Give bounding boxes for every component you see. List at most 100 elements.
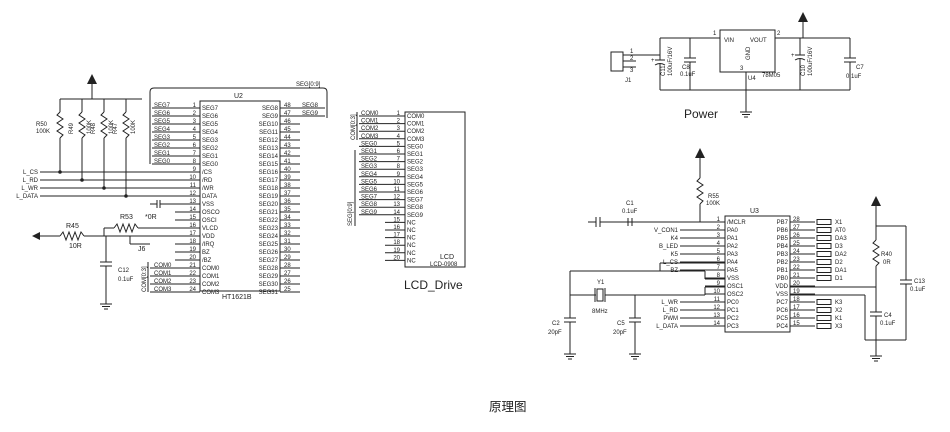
u2-pin-name: SEG3 — [202, 138, 219, 144]
u2-com-net: COM0 — [154, 263, 172, 269]
u3-chip-body — [724, 215, 791, 333]
u2-pin-number: 9 — [193, 167, 197, 173]
pull-up-ref: R48 — [91, 122, 97, 134]
u3-pin-number: 10 — [713, 289, 720, 295]
u2-pin-name: SEG5 — [202, 122, 219, 128]
u3-pin-number: 8 — [717, 273, 721, 279]
lcd-pin-name: NC — [407, 258, 416, 264]
u2-pin-name: SEG13 — [259, 146, 279, 152]
pull-up-value: 100K — [109, 120, 115, 134]
lcd-pin-name: SEG1 — [407, 152, 424, 158]
lcd-net: COM1 — [361, 119, 379, 125]
lcd-part: LCD-0908 — [430, 262, 458, 268]
u2-pin-number: 37 — [284, 191, 291, 197]
lcd-pin-number: 10 — [393, 179, 400, 185]
u2-pin-name: SEG27 — [259, 258, 279, 264]
u3-pin-name: /MCLR — [727, 220, 746, 226]
u4-vout: VOUT — [750, 38, 767, 44]
u2-pin-number: 42 — [284, 151, 291, 157]
u2-pin-name: SEG16 — [259, 170, 279, 176]
lcd-pin-number: 16 — [393, 225, 400, 231]
u3-pin-number: 7 — [717, 265, 721, 271]
y1-ref: Y1 — [597, 280, 605, 286]
lcd-ref: LCD — [440, 254, 454, 261]
c12-ref: C12 — [118, 268, 130, 274]
u2-pin-number: 23 — [189, 279, 196, 285]
u2-pin-number: 30 — [284, 247, 291, 253]
vcc-arrow-icon — [798, 12, 808, 38]
u3-left-net: L_RD — [663, 308, 679, 314]
control-signal-label: L_DATA — [16, 194, 38, 200]
u3-pin-name: PA0 — [727, 228, 739, 234]
r40-ref: R40 — [881, 252, 893, 258]
u4-pin2: 2 — [777, 31, 781, 37]
lcd-pin-name: NC — [407, 251, 416, 257]
u2-pin-number: 39 — [284, 175, 291, 181]
u3-pin-number: 4 — [717, 241, 721, 247]
u3-pin-number: 11 — [714, 297, 721, 303]
u2-pin-number: 20 — [189, 255, 196, 261]
lcd-pin-number: 5 — [397, 141, 401, 147]
u3-pin-number: 22 — [793, 265, 800, 271]
net-port — [816, 251, 832, 257]
u3-pin-number: 24 — [793, 249, 800, 255]
mcu-right-vdd-arrow-icon — [871, 196, 881, 226]
u3-pin-name: OSC2 — [727, 292, 744, 298]
u3-pin-number: 23 — [793, 257, 800, 263]
lcd-net: SEG5 — [361, 179, 378, 185]
u2-pin-name: DATA — [202, 194, 217, 200]
u2-pin-name: SEG8 — [262, 106, 279, 112]
u3-pin-name: PC2 — [727, 316, 739, 322]
vdd-arrow-icon — [87, 74, 97, 99]
c2-ref: C2 — [552, 321, 560, 327]
y1-value: 8MHz — [592, 309, 608, 315]
net-port — [816, 267, 832, 273]
lcd-pin-number: 9 — [397, 172, 401, 178]
u3-pin-number: 3 — [717, 233, 721, 239]
u3-pin-number: 19 — [793, 289, 800, 295]
u2-pin-name: SEG28 — [259, 266, 279, 272]
lcd-pin-name: COM3 — [407, 137, 425, 143]
c1-ref: C1 — [626, 201, 634, 207]
u2-pin-number: 31 — [284, 239, 291, 245]
lcd-net: SEG3 — [361, 164, 378, 170]
u4-pin3: 3 — [740, 66, 744, 72]
u2-pin-number: 48 — [284, 103, 291, 109]
lcd-section: LCD LCD-0908 LCD_Drive COM[0:3] SEG[0:9]… — [348, 111, 466, 292]
c7-ref: C7 — [856, 65, 864, 71]
u3-right-net: AT0 — [835, 228, 846, 234]
control-signal-label: L_CS — [23, 170, 38, 176]
u2-pin-name: SEG17 — [259, 178, 279, 184]
net-port — [816, 315, 832, 321]
u3-right-net: D1 — [835, 276, 843, 282]
c13-value: 0.1uF — [910, 287, 926, 293]
u2-com-net: COM2 — [154, 279, 172, 285]
u2-com-bus-label: COM[0:3] — [142, 266, 148, 292]
u2-pin-name: SEG24 — [259, 234, 279, 240]
u2-pin-name: COM0 — [202, 266, 220, 272]
pull-up-value: 100K — [87, 120, 93, 134]
u2-pin-name: SEG30 — [259, 282, 279, 288]
u3-pin-number: 28 — [793, 217, 800, 223]
lcd-pin-number: 11 — [394, 187, 401, 193]
control-signal-lines: L_CSL_RDL_WRL_DATA — [16, 170, 175, 200]
u3-left-net: V_CON1 — [654, 228, 679, 234]
u3-left-net: L_DATA — [656, 324, 678, 330]
c1-value: 0.1uF — [622, 209, 638, 215]
u2-pin-number: 29 — [284, 255, 291, 261]
u2-pin-name: SEG29 — [259, 274, 279, 280]
u3-pin-name: VSS — [727, 276, 739, 282]
reset-vlcd-network: R45 10R R53 *0R J6 C12 0.1uF — [32, 200, 200, 310]
u3-pin-number: 17 — [793, 305, 800, 311]
lcd-pin-number: 14 — [393, 210, 400, 216]
u3-pin-number: 13 — [713, 313, 720, 319]
u2-pin-number: 19 — [189, 247, 196, 253]
u2-pin-name: OSCI — [202, 218, 217, 224]
lcd-pin-name: NC — [407, 228, 416, 234]
u2-pin-number: 47 — [284, 111, 291, 117]
lcd-net: SEG4 — [361, 172, 378, 178]
u3-pin-name: PB4 — [777, 244, 789, 250]
pull-up-resistor — [100, 111, 108, 139]
